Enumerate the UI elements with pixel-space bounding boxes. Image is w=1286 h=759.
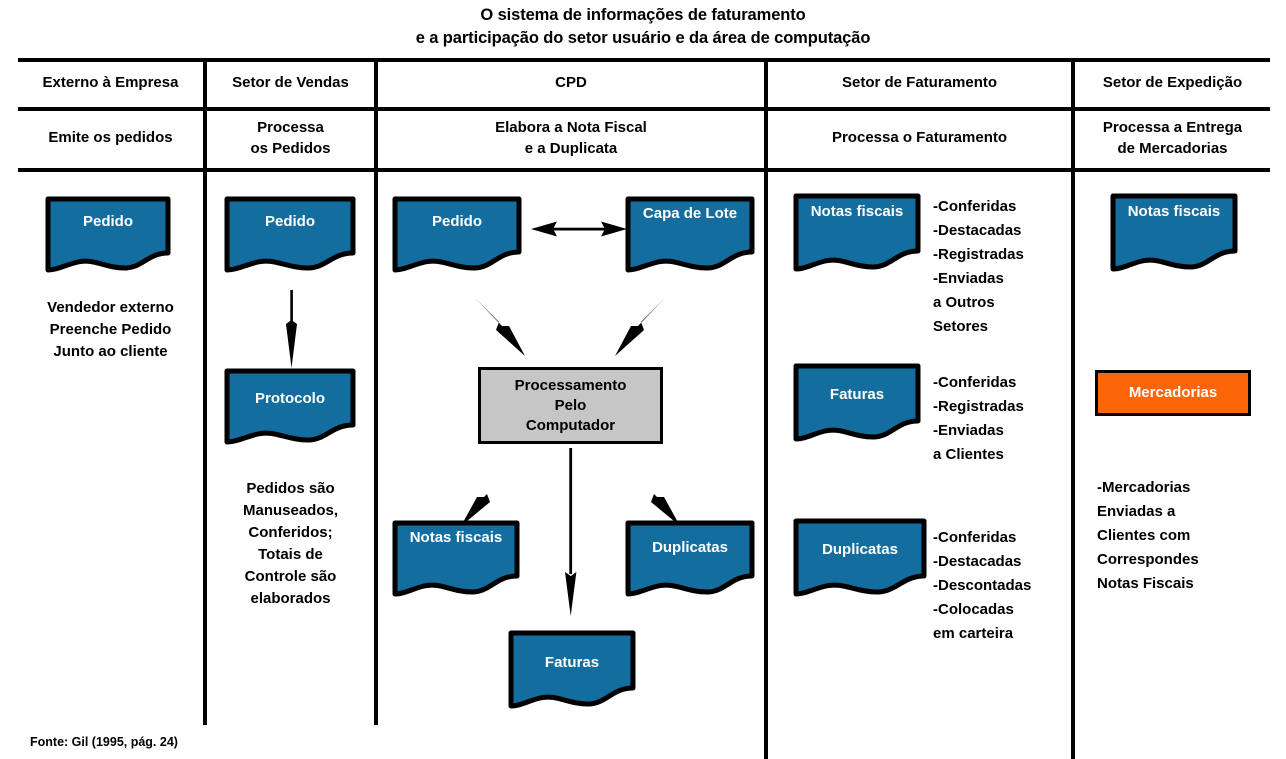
document-shape-duplicatas-cpd[interactable]: Duplicatas bbox=[625, 520, 755, 600]
page-title: O sistema de informações de faturamento … bbox=[0, 4, 1286, 50]
arrow-capa-to-processamento bbox=[615, 298, 665, 356]
column-header-5: Setor de Expedição bbox=[1102, 74, 1243, 91]
rule-header bbox=[18, 107, 1270, 111]
arrow-pedido-to-processamento bbox=[475, 298, 525, 356]
column-divider-3 bbox=[764, 58, 768, 759]
list-duplicatas: -Conferidas -Destacadas -Descontadas -Co… bbox=[933, 529, 1032, 642]
list-faturas: -Conferidas -Registradas -Enviadas a Cli… bbox=[933, 374, 1024, 463]
page-title-line-1: O sistema de informações de faturamento bbox=[480, 6, 806, 24]
document-shape-pedido-externo[interactable]: Pedido bbox=[45, 196, 171, 274]
note-expedicao: -Mercadorias Enviadas a Clientes com Cor… bbox=[1097, 479, 1199, 592]
arrow-processamento-to-duplicatas bbox=[632, 472, 680, 526]
list-notas-fiscais: -Conferidas -Destacadas -Registradas -En… bbox=[933, 198, 1024, 335]
document-shape-notas-fiscais-cpd[interactable]: Notas fiscais bbox=[392, 520, 520, 600]
rule-top bbox=[18, 58, 1270, 62]
arrow-processamento-to-faturas bbox=[565, 448, 577, 616]
column-divider-1 bbox=[203, 58, 207, 725]
source-caption: Fonte: Gil (1995, pág. 24) bbox=[30, 735, 178, 749]
column-divider-2 bbox=[374, 58, 378, 725]
column-header-2: Setor de Vendas bbox=[232, 74, 349, 91]
rule-subheader bbox=[18, 168, 1270, 172]
arrow-pedido-capa-bidirectional bbox=[531, 221, 627, 237]
document-shape-faturas-cpd[interactable]: Faturas bbox=[508, 630, 636, 712]
document-shape-capa-de-lote[interactable]: Capa de Lote bbox=[625, 196, 755, 276]
document-shape-notas-fiscais-faturamento[interactable]: Notas fiscais bbox=[793, 193, 921, 275]
document-shape-pedido-cpd[interactable]: Pedido bbox=[392, 196, 522, 276]
process-box-processamento[interactable]: Processamento Pelo Computador bbox=[478, 367, 663, 444]
column-subheader-2: Processa os Pedidos bbox=[250, 118, 331, 157]
column-header-3: CPD bbox=[555, 74, 587, 91]
goods-box-mercadorias[interactable]: Mercadorias bbox=[1095, 370, 1251, 416]
note-vendas: Pedidos são Manuseados, Conferidos; Tota… bbox=[242, 480, 339, 607]
goods-box-label: Mercadorias bbox=[1128, 384, 1218, 401]
column-subheader-4: Processa o Faturamento bbox=[831, 129, 1008, 146]
arrow-processamento-to-notas bbox=[461, 472, 509, 526]
document-shape-duplicatas-faturamento[interactable]: Duplicatas bbox=[793, 518, 927, 600]
arrow-pedido-to-protocolo bbox=[286, 290, 297, 368]
column-header-4: Setor de Faturamento bbox=[841, 74, 998, 91]
document-shape-notas-fiscais-expedicao[interactable]: Notas fiscais bbox=[1110, 193, 1238, 275]
column-subheader-5: Processa a Entrega de Mercadorias bbox=[1102, 118, 1243, 157]
column-header-1: Externo à Empresa bbox=[42, 74, 179, 91]
column-subheader-3: Elabora a Nota Fiscal e a Duplicata bbox=[495, 118, 647, 157]
column-subheader-1: Emite os pedidos bbox=[48, 129, 173, 146]
document-shape-pedido-vendas[interactable]: Pedido bbox=[224, 196, 356, 274]
page-title-line-2: e a participação do setor usuário e da á… bbox=[415, 29, 871, 47]
document-shape-faturas-faturamento[interactable]: Faturas bbox=[793, 363, 921, 445]
document-shape-protocolo[interactable]: Protocolo bbox=[224, 368, 356, 446]
process-box-label: Processamento Pelo Computador bbox=[514, 376, 627, 434]
note-externo: Vendedor externo Preenche Pedido Junto a… bbox=[47, 299, 174, 360]
column-divider-4 bbox=[1071, 58, 1075, 759]
